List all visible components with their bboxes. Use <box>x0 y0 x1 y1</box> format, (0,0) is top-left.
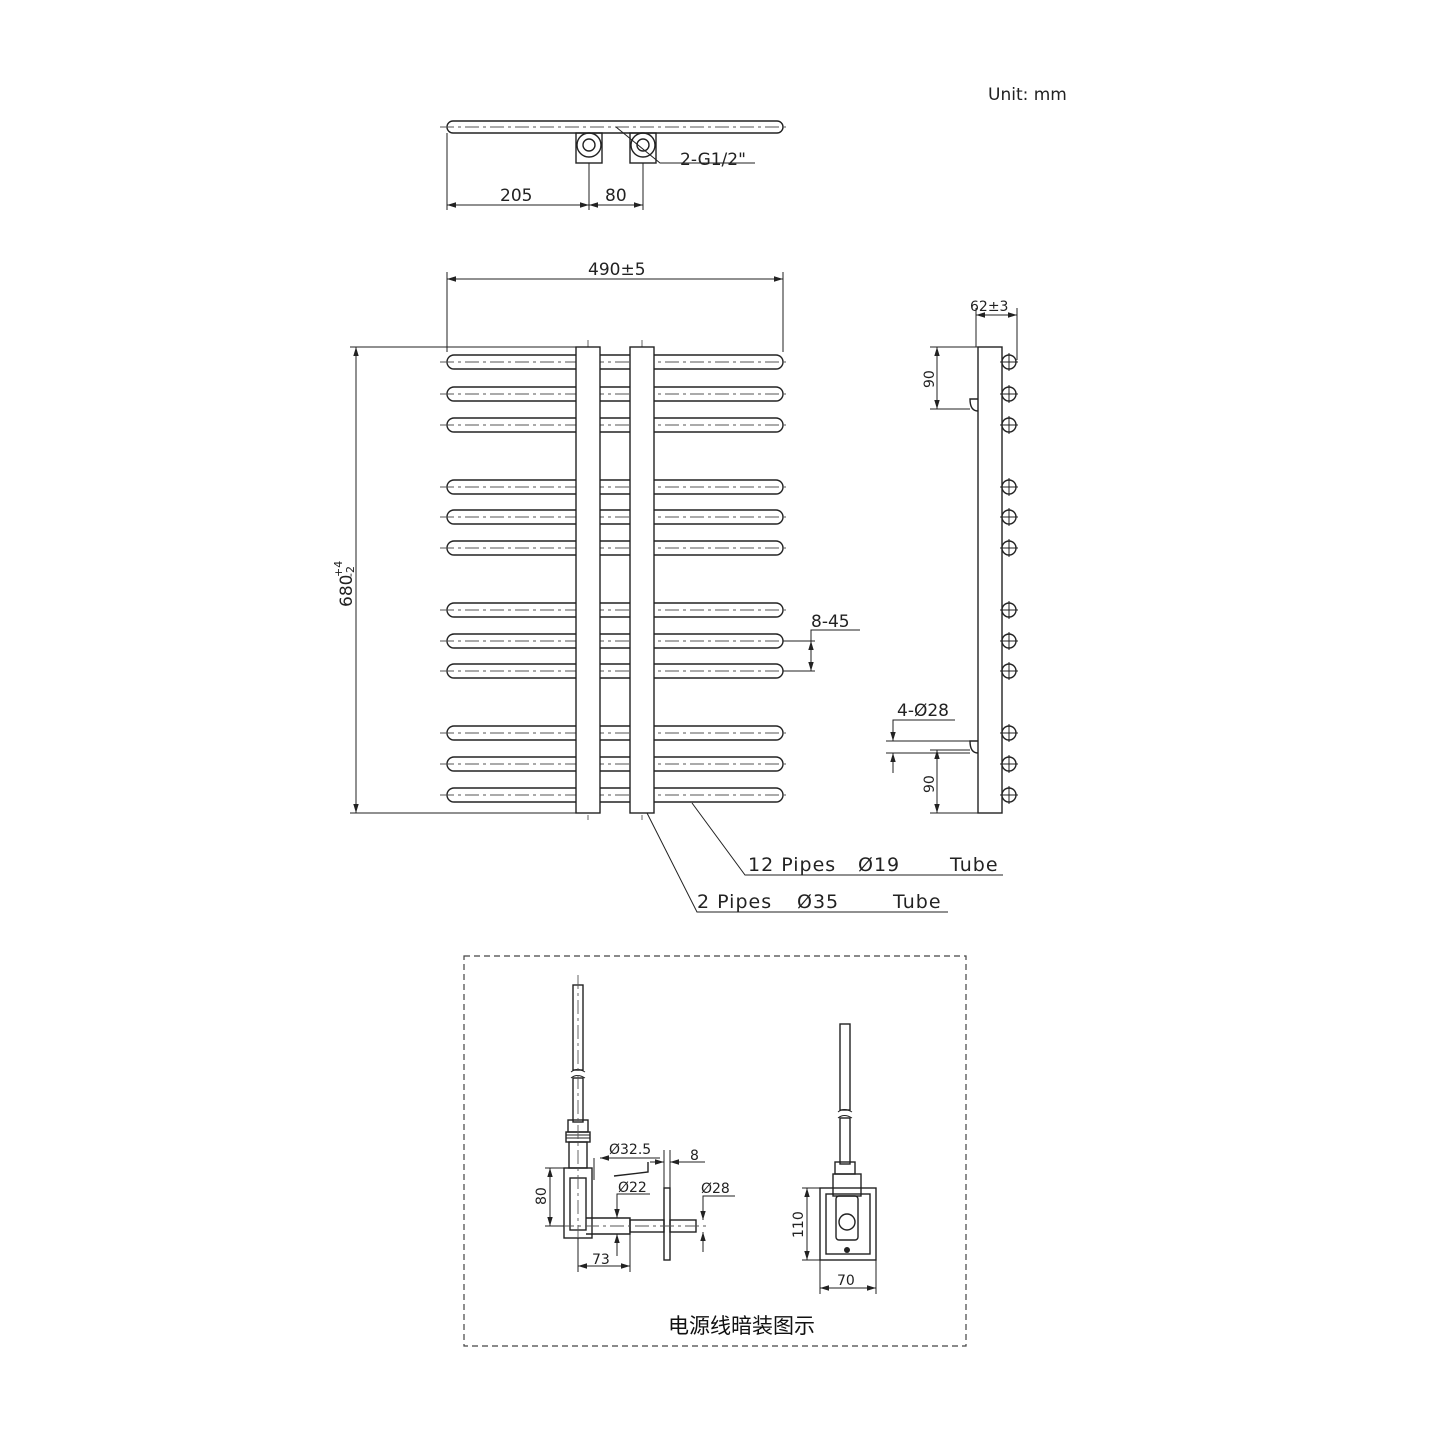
unit-label: Unit: mm <box>988 85 1067 105</box>
dim-80-detail: 80 <box>534 1187 550 1205</box>
dim-bracket-bottom: 90 <box>922 775 938 793</box>
inlet-label: 2-G1/2" <box>680 150 746 170</box>
concealed-wiring-detail: 80 73 Ø32.5 8 Ø22 Ø28 <box>463 955 967 1347</box>
horizontal-tubes <box>440 354 790 803</box>
side-collector <box>977 346 1003 814</box>
label-small-tubes-count: 12 Pipes <box>748 854 836 876</box>
inlet-fitting-right <box>629 132 657 164</box>
label-large-tubes-dia: Ø35 <box>797 891 839 913</box>
dim-110: 110 <box>791 1211 807 1238</box>
dim-dia-28: Ø28 <box>701 1181 730 1197</box>
dim-height-tol-upper: +4 <box>332 561 345 577</box>
dim-bracket-top: 90 <box>922 370 938 388</box>
dim-width: 490±5 <box>588 260 646 280</box>
label-small-tubes-dia: Ø19 <box>858 854 900 876</box>
inlet-fitting-left <box>575 132 603 164</box>
front-view: 490±5 680 +4 -2 8-45 12 Pipes Ø19 Tube 2… <box>332 260 1003 913</box>
dim-height: 680 <box>337 575 357 607</box>
vertical-collector-left <box>575 346 601 814</box>
label-small-tubes-suffix: Tube <box>949 854 999 876</box>
dim-70: 70 <box>837 1273 855 1289</box>
top-view: 2-G1/2" 205 80 <box>440 120 790 210</box>
detail-frame <box>463 955 967 1347</box>
leader-small-tubes <box>691 802 1003 876</box>
dim-bracket-dia: 4-Ø28 <box>897 701 949 721</box>
label-large-tubes-count: 2 Pipes <box>697 891 772 913</box>
heating-element-front-view <box>819 1023 877 1261</box>
label-large-tubes-suffix: Tube <box>892 891 942 913</box>
dim-80-top: 80 <box>605 186 627 206</box>
dim-205: 205 <box>500 186 532 206</box>
detail-caption: 电源线暗装图示 <box>668 1314 815 1338</box>
bracket-top <box>969 398 979 412</box>
leader-large-tubes <box>646 812 948 913</box>
vertical-collector-right <box>629 346 655 814</box>
dim-73: 73 <box>592 1252 610 1268</box>
dim-8: 8 <box>690 1148 699 1164</box>
side-view: 62±3 90 90 4-Ø28 <box>886 299 1018 814</box>
bracket-bottom <box>969 740 979 754</box>
side-tube-sections <box>1000 353 1018 804</box>
heating-element-side-view <box>560 975 710 1261</box>
dim-dia-22: Ø22 <box>618 1180 647 1196</box>
inlet-leader <box>615 126 755 164</box>
dim-depth: 62±3 <box>970 299 1008 315</box>
dim-height-tol-lower: -2 <box>344 566 357 577</box>
dim-pitch: 8-45 <box>811 612 850 632</box>
dim-dia-32: Ø32.5 <box>609 1142 651 1158</box>
